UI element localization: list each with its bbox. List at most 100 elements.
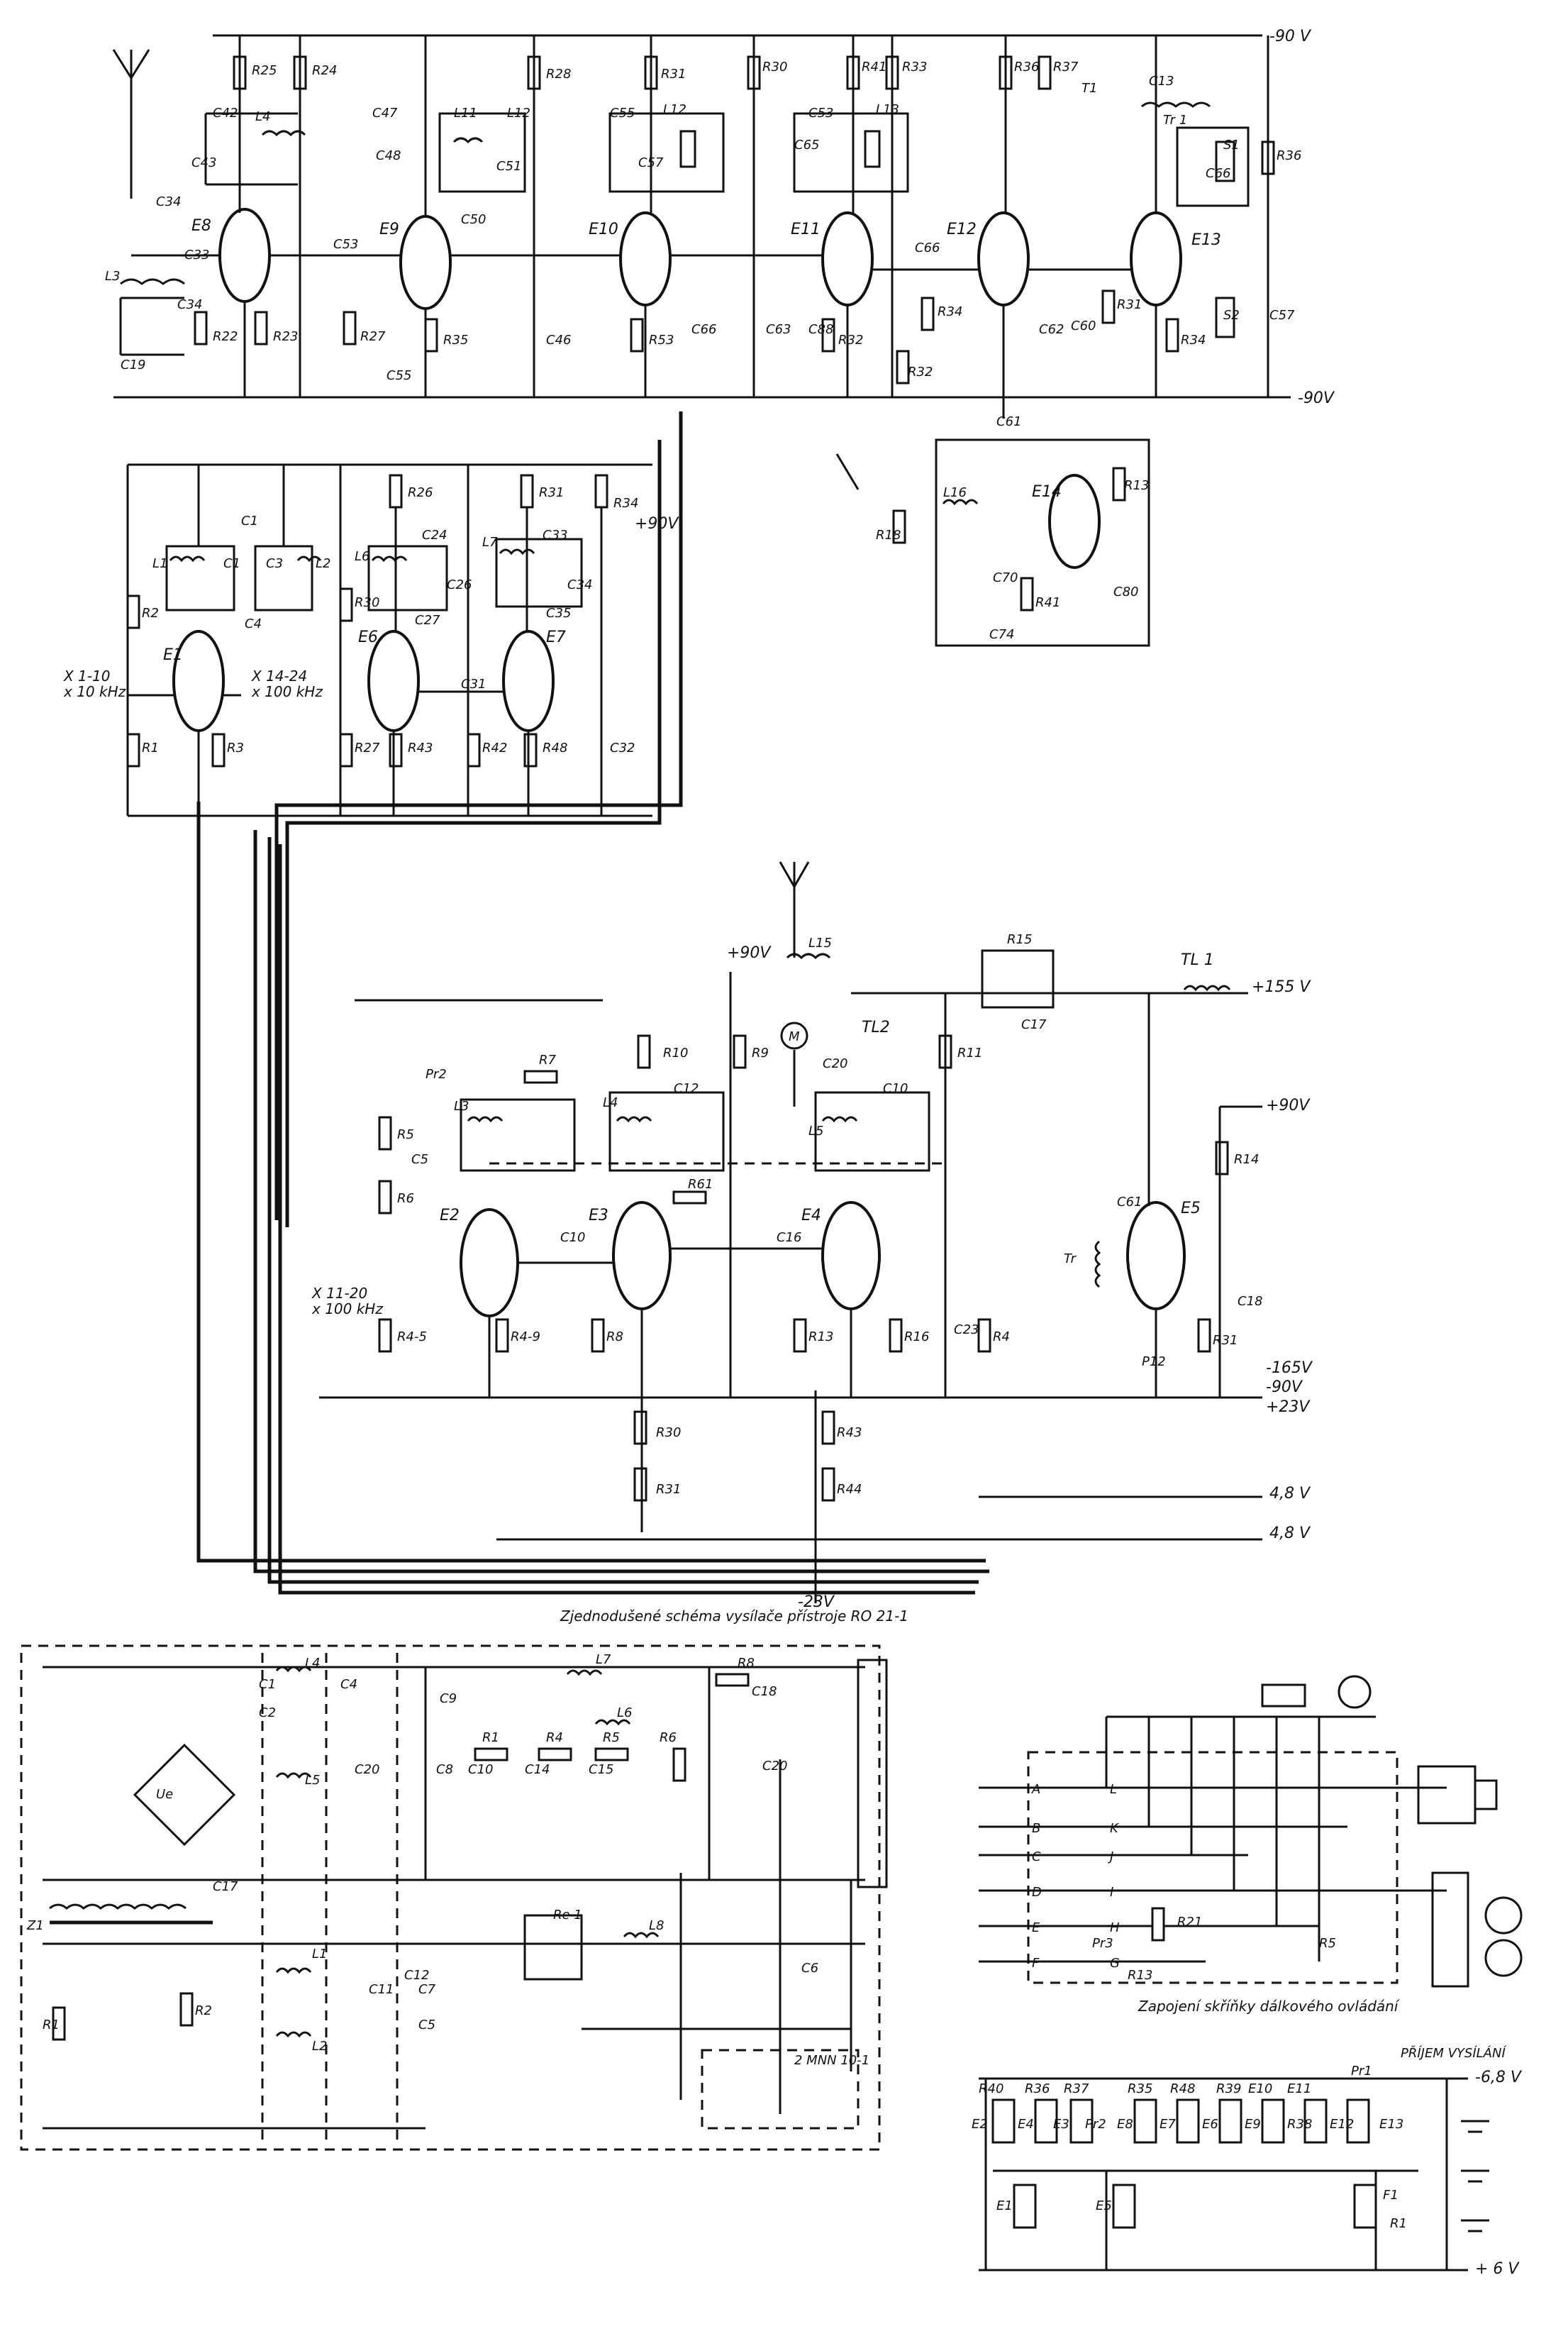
interconnect-bundle <box>196 411 989 1595</box>
transmitter-section: +90V +155 V +90V -165V -90V +23V 4,8 V 4… <box>311 861 1313 1625</box>
tube-e1: E1 <box>163 630 225 732</box>
svg-text:L4: L4 <box>255 109 270 124</box>
ps-bot-r: + 6 V <box>1475 2260 1520 2278</box>
svg-text:F1: F1 <box>1383 2188 1399 2203</box>
svg-text:E9: E9 <box>1245 2117 1261 2132</box>
svg-text:C65: C65 <box>794 138 819 153</box>
svg-text:C18: C18 <box>1238 1294 1262 1309</box>
svg-text:C60: C60 <box>1071 319 1096 333</box>
heater-header: PŘÍJEM VYSÍLÁNÍ <box>1401 2045 1506 2061</box>
svg-text:C88: C88 <box>808 322 833 337</box>
svg-text:R31: R31 <box>656 1482 681 1497</box>
tube-e7: E7 <box>502 629 566 732</box>
battery-symbol <box>1461 2120 1489 2232</box>
svg-text:C43: C43 <box>191 155 216 170</box>
svg-text:R34: R34 <box>613 496 638 511</box>
svg-text:R48: R48 <box>543 741 567 756</box>
svg-text:R23: R23 <box>273 329 298 344</box>
osc-plus90: +90V <box>635 515 679 533</box>
svg-text:C66: C66 <box>1206 166 1230 181</box>
svg-text:R25: R25 <box>252 63 277 78</box>
svg-text:C4: C4 <box>245 616 262 631</box>
svg-text:C70: C70 <box>993 570 1018 585</box>
tube-e6: E6 <box>358 629 420 732</box>
svg-text:S1: S1 <box>1223 138 1240 153</box>
svg-text:L2: L2 <box>312 2039 327 2054</box>
svg-text:C19: C19 <box>121 358 145 372</box>
osc-labels: C1 C1 C3 C4 L1 L2 L6 L7 R2 R1 R3 R26 R31… <box>63 485 638 756</box>
svg-text:D: D <box>1032 1885 1042 1900</box>
svg-text:C1: C1 <box>259 1677 276 1692</box>
ps-top-r: -6,8 V <box>1475 2069 1523 2086</box>
svg-text:E11: E11 <box>1287 2081 1311 2096</box>
pu-resistors <box>52 1673 750 2041</box>
svg-text:E1: E1 <box>163 646 183 664</box>
svg-text:R24: R24 <box>312 63 337 78</box>
tube-e13: E13 <box>1130 211 1221 306</box>
svg-text:C7: C7 <box>418 1982 436 1997</box>
svg-text:TL 1: TL 1 <box>1181 951 1214 969</box>
svg-text:C: C <box>1032 1849 1041 1864</box>
relay-re1: Re 1 <box>523 1908 583 1981</box>
svg-text:Re 1: Re 1 <box>553 1908 582 1922</box>
svg-text:C9: C9 <box>440 1691 457 1706</box>
svg-text:M: M <box>789 1029 800 1044</box>
svg-text:C80: C80 <box>1113 585 1138 599</box>
svg-text:C2: C2 <box>259 1705 276 1720</box>
svg-text:R10: R10 <box>663 1046 688 1061</box>
svg-text:C3: C3 <box>266 556 283 571</box>
svg-text:C15: C15 <box>589 1762 613 1777</box>
svg-text:R27: R27 <box>360 329 386 344</box>
svg-text:C11: C11 <box>369 1982 394 1997</box>
svg-text:C24: C24 <box>422 528 447 543</box>
receiver-wiring <box>131 35 1269 419</box>
svg-text:E10: E10 <box>589 221 618 238</box>
svg-text:L12: L12 <box>507 106 530 121</box>
receiver-section: -90 V -90V E8 E9 E10 <box>105 28 1335 419</box>
svg-text:C53: C53 <box>808 106 833 121</box>
svg-text:T1: T1 <box>1082 81 1097 96</box>
remote-wiring <box>979 1675 1523 1988</box>
coil-input <box>119 278 185 356</box>
heater-labels: R40 R36 R37 R35 R48 R39 E10 E11 E2 E4 E3… <box>972 2064 1407 2231</box>
tube-e2: E2 <box>440 1207 519 1317</box>
svg-text:C27: C27 <box>415 613 440 628</box>
svg-text:L3: L3 <box>454 1099 469 1114</box>
svg-text:A: A <box>1031 1782 1040 1797</box>
svg-text:R53: R53 <box>649 333 674 348</box>
svg-text:C31: C31 <box>461 677 486 692</box>
svg-text:C23: C23 <box>954 1322 979 1337</box>
svg-text:K: K <box>1110 1821 1119 1836</box>
remote-terminals: A B C D E F G H I J K L <box>1031 1782 1120 1971</box>
svg-text:C35: C35 <box>546 606 571 621</box>
svg-text:R14: R14 <box>1234 1152 1259 1167</box>
rail-label-top: -90 V <box>1269 28 1312 45</box>
svg-text:R22: R22 <box>213 329 238 344</box>
svg-text:R31: R31 <box>1213 1333 1238 1348</box>
svg-text:R9: R9 <box>752 1046 769 1061</box>
svg-text:C55: C55 <box>387 368 411 383</box>
svg-text:E7: E7 <box>1160 2117 1176 2132</box>
svg-text:Tr: Tr <box>1064 1251 1077 1266</box>
heater-section: PŘÍJEM VYSÍLÁNÍ -6,8 V + 6 V R40 R36 R37 <box>972 2045 1523 2278</box>
svg-text:R5: R5 <box>1319 1936 1336 1951</box>
receiver-component-labels: R25 R24 R28 R31 R30 R41 R33 R36 R37 R36 … <box>105 60 1301 383</box>
osc-resistors <box>126 474 608 768</box>
svg-text:L12: L12 <box>663 102 686 117</box>
svg-text:C32: C32 <box>610 741 635 756</box>
svg-text:E6: E6 <box>358 629 378 646</box>
svg-text:R13: R13 <box>808 1329 833 1344</box>
svg-text:L16: L16 <box>943 485 967 500</box>
svg-text:L3: L3 <box>105 269 120 284</box>
svg-text:R40: R40 <box>979 2081 1003 2096</box>
svg-text:R16: R16 <box>904 1329 929 1344</box>
svg-text:R41: R41 <box>1035 595 1060 610</box>
svg-text:Ue: Ue <box>156 1787 173 1802</box>
svg-text:C63: C63 <box>766 322 791 337</box>
svg-text:E14: E14 <box>1032 483 1062 501</box>
svg-text:R36: R36 <box>1277 148 1301 163</box>
svg-text:H: H <box>1110 1920 1120 1935</box>
svg-text:R42: R42 <box>482 741 507 756</box>
svg-text:2 MNN 10-1: 2 MNN 10-1 <box>794 2053 869 2068</box>
svg-text:R13: R13 <box>1124 478 1149 493</box>
